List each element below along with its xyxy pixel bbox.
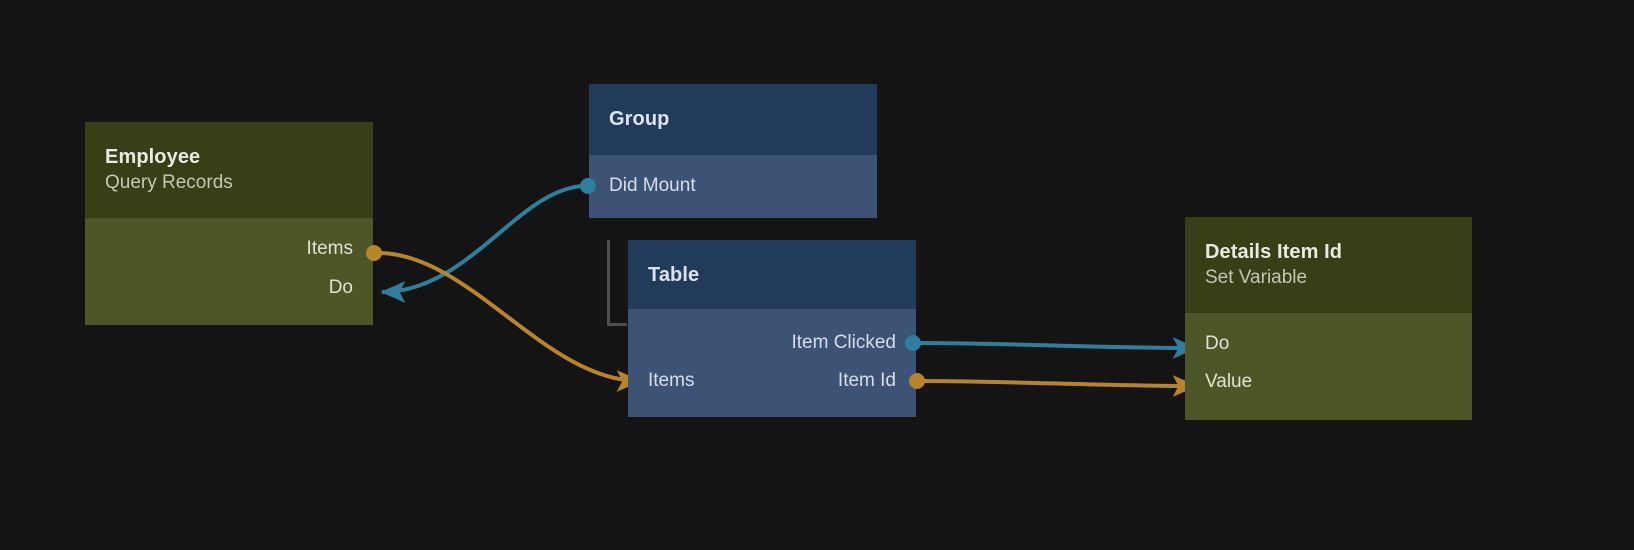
- group-child-bracket: [607, 240, 627, 326]
- wire-employee-items-to-table-items: [377, 251, 642, 392]
- node-group[interactable]: Group Did Mount: [580, 84, 877, 218]
- node-details-item-id-subtitle: Set Variable: [1205, 267, 1308, 288]
- node-employee-header: Employee Query Records: [85, 122, 373, 218]
- node-details-item-id-body: Do Value: [1185, 313, 1472, 420]
- wire-item-clicked-to-details-do: [917, 337, 1198, 359]
- wire-did-mount-to-employee-do: [380, 184, 587, 303]
- node-table[interactable]: Table Item Clicked Items Item Id: [628, 240, 925, 417]
- node-group-body: Did Mount: [589, 155, 877, 218]
- node-group-title: Group: [609, 108, 670, 130]
- port-table-item-id-out[interactable]: Item Id: [837, 370, 896, 391]
- port-details-do-in[interactable]: Do: [1205, 333, 1230, 354]
- port-employee-do-in[interactable]: Do: [328, 277, 353, 298]
- node-employee-subtitle: Query Records: [105, 172, 233, 193]
- node-table-body: Item Clicked Items Item Id: [628, 309, 916, 417]
- node-employee-title: Employee: [105, 146, 201, 168]
- port-dot-employee-items[interactable]: [366, 245, 382, 261]
- wire-item-id-to-details-value: [921, 375, 1198, 397]
- port-dot-group-did-mount[interactable]: [580, 178, 596, 194]
- node-details-item-id-title: Details Item Id: [1205, 241, 1343, 263]
- node-employee[interactable]: Employee Query Records Items Do: [85, 122, 382, 325]
- node-employee-body: Items Do: [85, 218, 373, 325]
- port-employee-items-out[interactable]: Items: [306, 238, 353, 259]
- port-dot-table-item-clicked[interactable]: [905, 335, 921, 351]
- port-table-items-in[interactable]: Items: [648, 370, 695, 391]
- port-dot-table-item-id[interactable]: [909, 373, 925, 389]
- node-details-item-id[interactable]: Details Item Id Set Variable Do Value: [1185, 217, 1472, 420]
- port-group-did-mount-out[interactable]: Did Mount: [609, 175, 696, 196]
- port-details-value-in[interactable]: Value: [1205, 371, 1253, 392]
- node-details-item-id-header: Details Item Id Set Variable: [1185, 217, 1472, 313]
- node-table-header: Table: [628, 240, 916, 309]
- node-table-title: Table: [648, 264, 700, 286]
- port-table-item-clicked-out[interactable]: Item Clicked: [791, 332, 896, 353]
- node-group-header: Group: [589, 84, 877, 155]
